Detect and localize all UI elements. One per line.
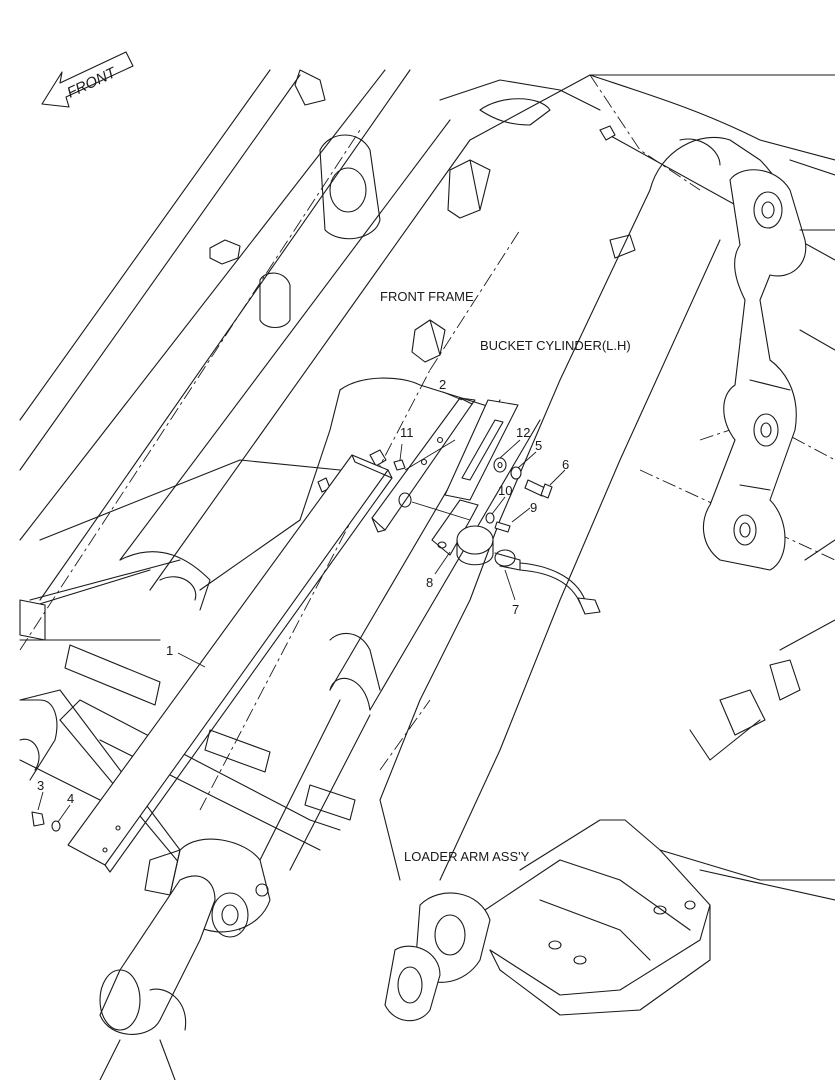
part-hardware xyxy=(31,457,553,832)
front-frame-drawing xyxy=(19,69,835,931)
callout-12: 12 xyxy=(516,425,530,440)
callout-8: 8 xyxy=(426,575,433,590)
front-frame-label: FRONT FRAME xyxy=(380,289,474,304)
callout-1: 1 xyxy=(166,643,173,658)
callout-4: 4 xyxy=(67,791,74,806)
part-2-bracket xyxy=(371,397,476,533)
part-12-slotted-plate xyxy=(444,399,519,501)
callout-6: 6 xyxy=(562,457,569,472)
callout-5: 5 xyxy=(535,438,542,453)
callout-10: 10 xyxy=(498,483,512,498)
part-8-sensor-bracket xyxy=(431,499,494,566)
callout-3: 3 xyxy=(37,778,44,793)
front-arrow-icon: FRONT xyxy=(41,51,134,108)
callout-7: 7 xyxy=(512,602,519,617)
loader-arm-drawing xyxy=(379,136,835,1022)
leader-lines xyxy=(37,391,566,823)
callout-9: 9 xyxy=(530,500,537,515)
bucket-cylinder-drawing xyxy=(99,399,541,1080)
callout-2: 2 xyxy=(439,377,446,392)
loader-arm-label: LOADER ARM ASS'Y xyxy=(404,849,530,864)
bucket-cylinder-label: BUCKET CYLINDER(L.H) xyxy=(480,338,631,353)
part-7-sensor-cable xyxy=(494,549,601,615)
part-1-guard-bar xyxy=(67,454,393,873)
callout-11: 11 xyxy=(400,425,414,440)
